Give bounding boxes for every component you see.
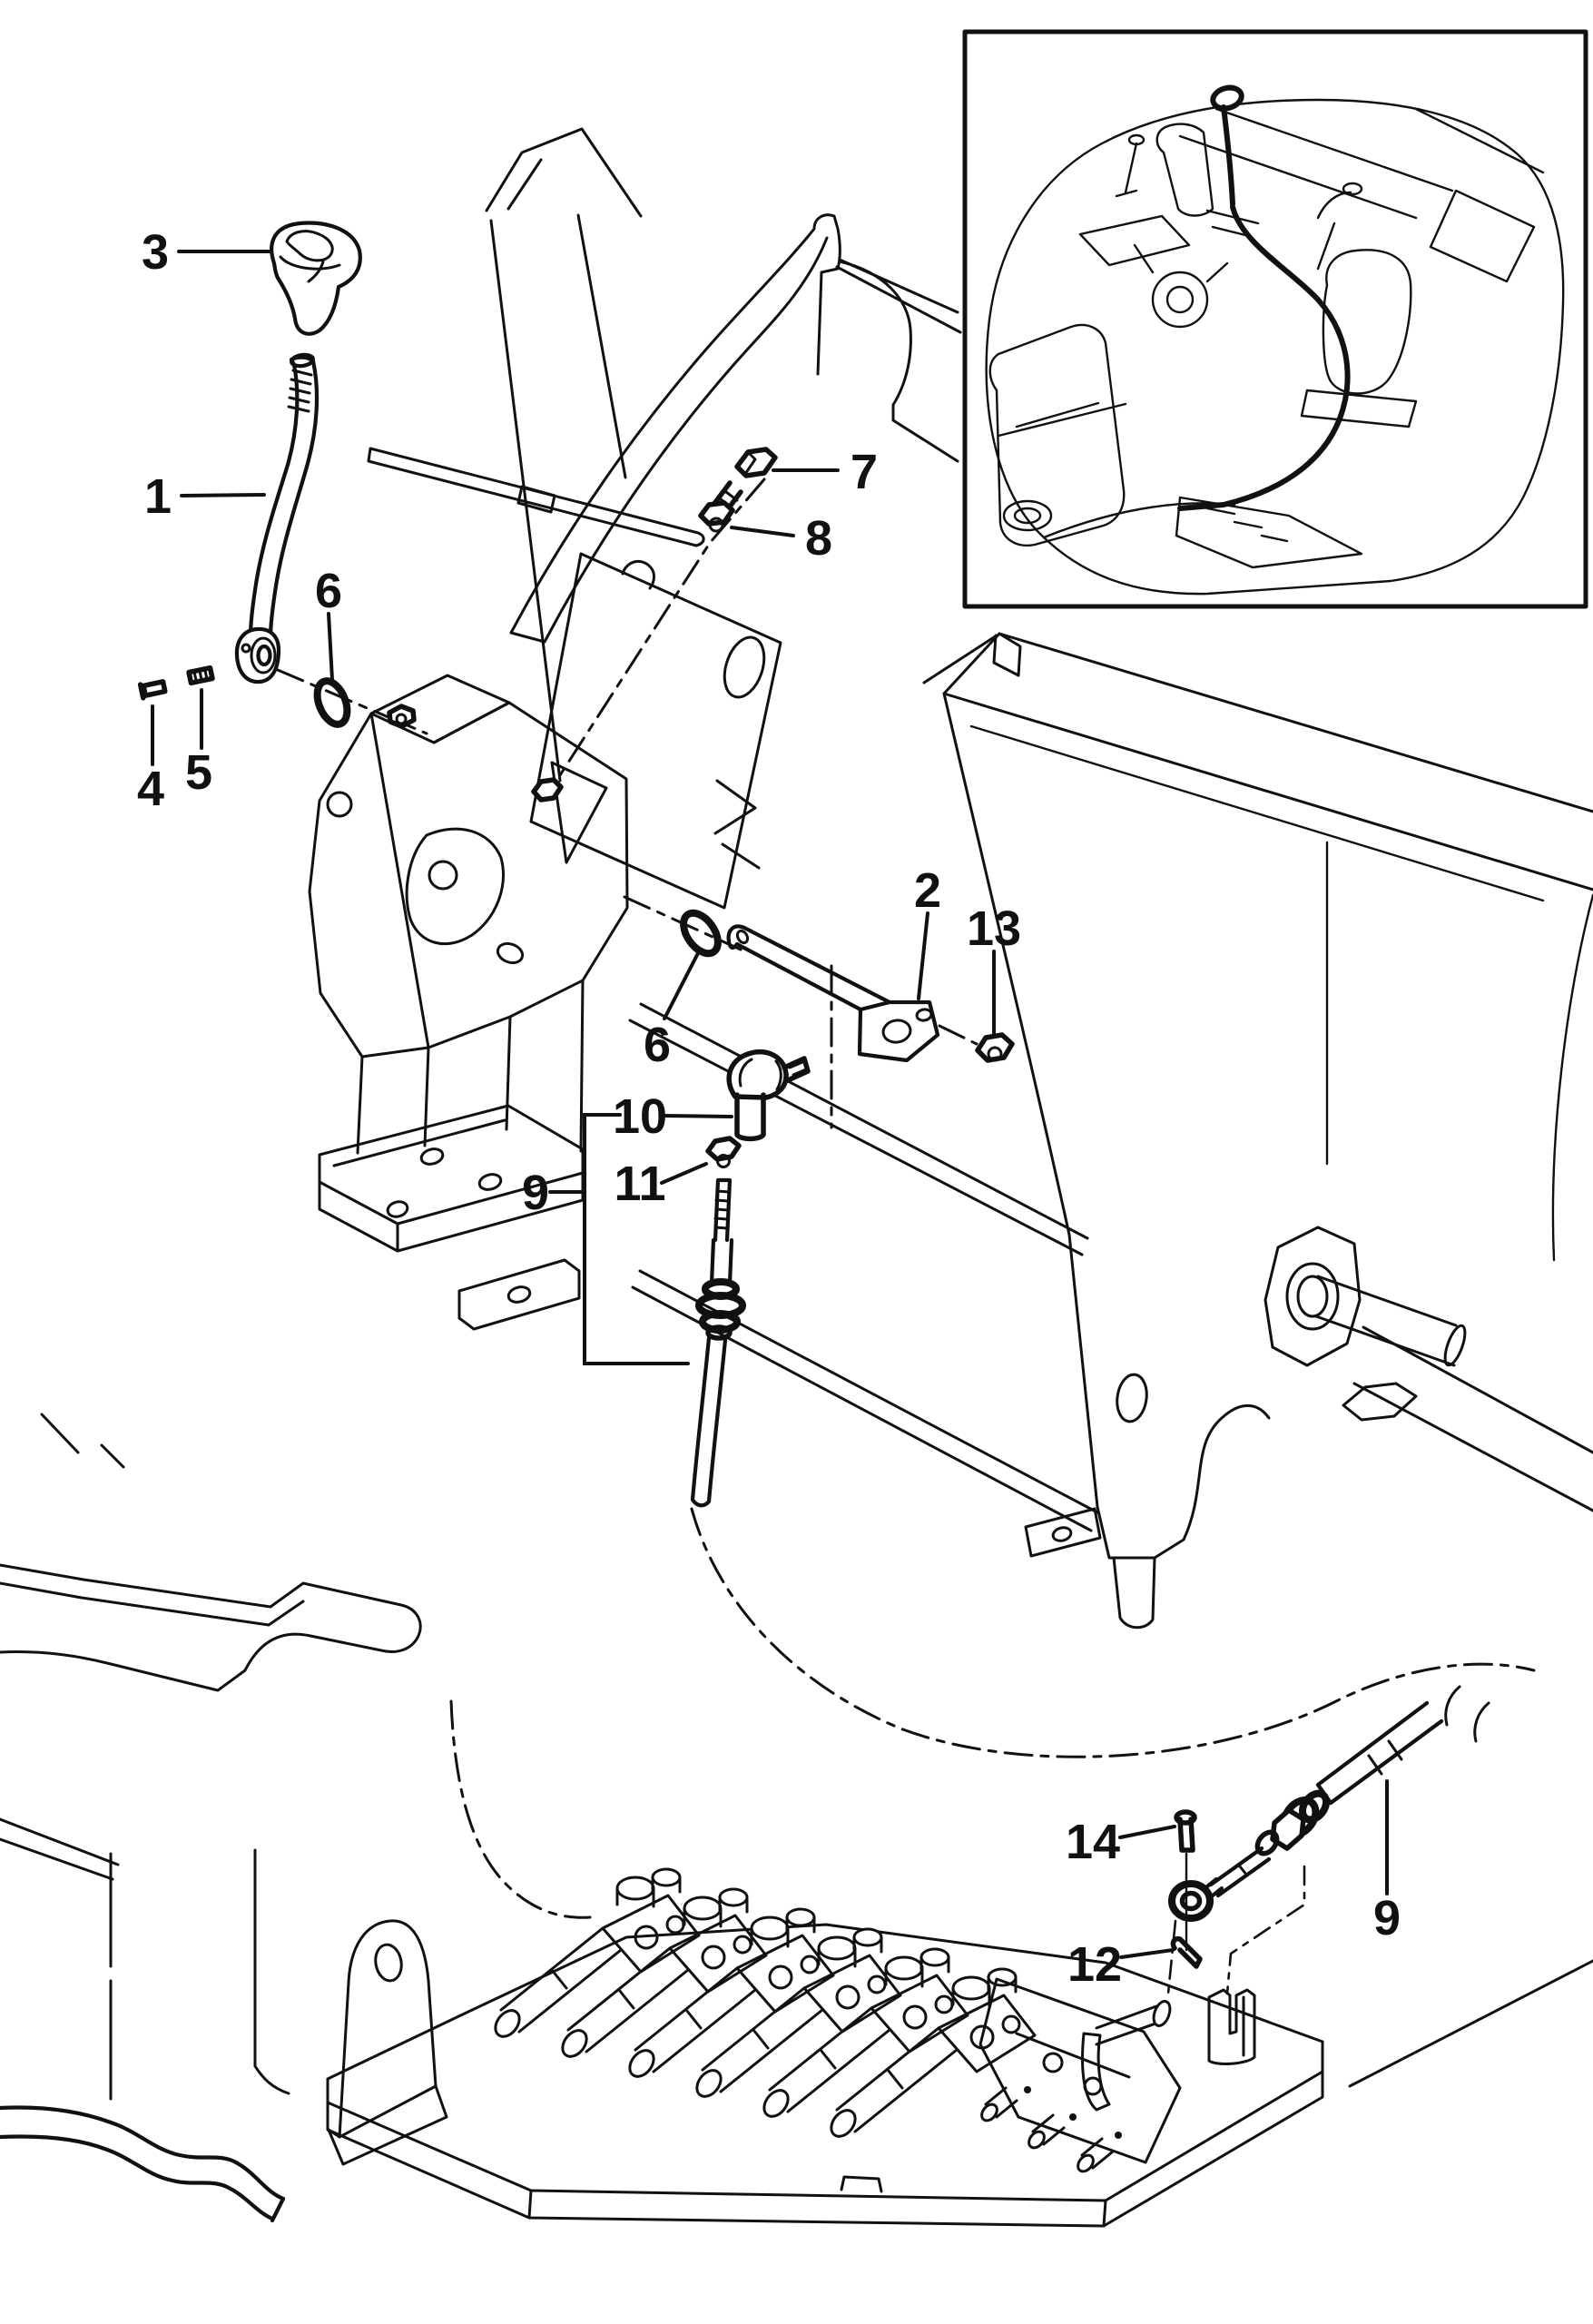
part-4-pin [137, 679, 168, 701]
callout-label-6: 6 [315, 564, 342, 618]
callout-label-12: 12 [1067, 1937, 1122, 1992]
callout-label-9: 9 [522, 1166, 549, 1220]
part-10-ball-joint [726, 1049, 811, 1142]
lifting-bracket [327, 1919, 448, 2166]
part-9-cable-upper [690, 1177, 746, 1508]
inset-overview-box [962, 29, 1588, 609]
panel-mount-nut [531, 777, 564, 803]
callout-leader-8 [730, 526, 795, 537]
inset-cable-bold [1177, 204, 1351, 511]
callout-label-14: 14 [1066, 1815, 1120, 1869]
callout-label-6: 6 [644, 1018, 671, 1072]
callout-leader-6 [327, 612, 334, 682]
part-12-cotter-pin [1170, 1935, 1203, 1969]
callout-leader-12 [1119, 1948, 1175, 1959]
callout-label-5: 5 [185, 745, 212, 800]
callout-label-10: 10 [613, 1089, 667, 1144]
part-13-nut [975, 1032, 1015, 1063]
inset-valve-assembly [1175, 496, 1363, 569]
callout-leader-14 [1118, 1825, 1176, 1839]
valve-mount-plate [326, 1919, 1324, 2228]
callout-label-13: 13 [967, 901, 1021, 956]
part-3-shift-knob [270, 221, 362, 336]
inset-shift-lever-bold [1205, 84, 1260, 238]
part-9-cable-lower [1168, 1685, 1490, 1922]
upper-frame [367, 127, 998, 910]
callout-leader-2 [917, 911, 929, 1000]
callout-leader-1 [180, 493, 266, 497]
mount-bracket-pedestal [308, 674, 629, 1331]
callout-label-1: 1 [144, 469, 172, 524]
console-panel [529, 552, 782, 910]
inset-frame [962, 29, 1588, 609]
hydraulic-hose [0, 2105, 286, 2223]
callout-group-bracket-9 [583, 1113, 690, 1365]
centerline-dashes [276, 478, 1536, 1995]
track-frame [0, 1413, 422, 2223]
callout-label-11: 11 [614, 1157, 665, 1211]
inset-machine-drawing [985, 84, 1565, 596]
part-8-nut [698, 500, 735, 533]
output-shaft [1314, 1275, 1467, 1367]
part-5-set-screw [186, 665, 215, 686]
part-2-lever-arm [726, 924, 940, 1063]
callout-leader-11 [660, 1162, 708, 1185]
lever-pivot-boss [234, 626, 281, 684]
part-1-lever [234, 352, 320, 684]
callout-label-4: 4 [137, 762, 164, 816]
callout-leader-10 [661, 1114, 733, 1118]
plate-mount-nut [387, 704, 417, 729]
control-valve-bank [488, 1867, 1182, 2173]
callout-label-3: 3 [142, 225, 169, 280]
part-6-oring-upper [313, 677, 351, 728]
callout-leader-6 [663, 950, 701, 1020]
part-14-clevis-pin [1174, 1809, 1197, 1952]
callout-label-8: 8 [805, 511, 832, 566]
callout-label-7: 7 [851, 445, 878, 499]
callout-label-2: 2 [914, 863, 941, 918]
part-11-nut [705, 1136, 742, 1168]
valve-end-block [978, 1977, 1182, 2173]
cable-anchor-clamp [1207, 1988, 1256, 2065]
callout-label-9: 9 [1373, 1891, 1401, 1945]
part-6-oring-lower [680, 909, 722, 958]
